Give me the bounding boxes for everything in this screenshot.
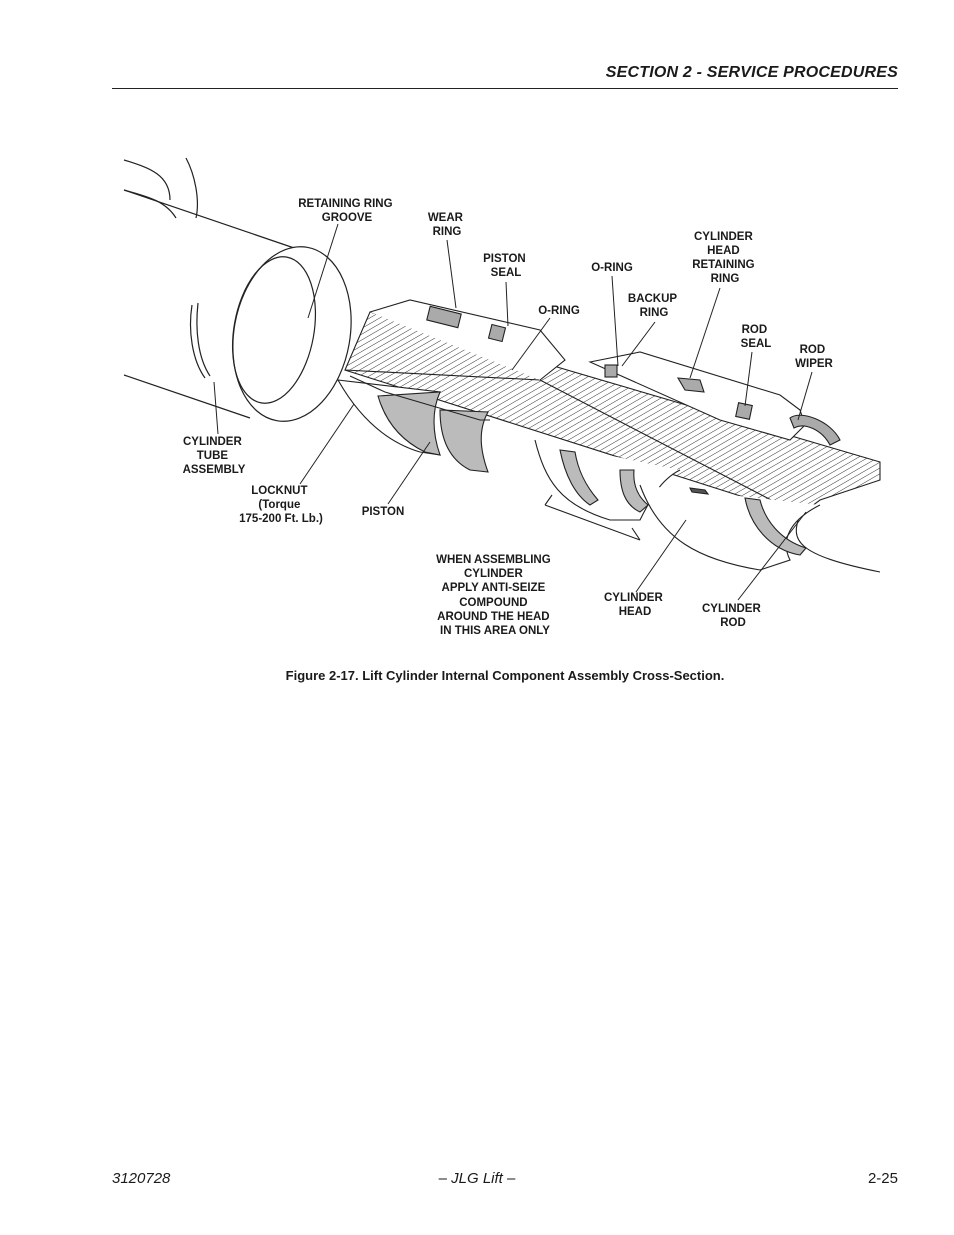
callout-cylinder-head: CYLINDER HEAD xyxy=(604,592,666,618)
header-rule xyxy=(112,88,898,89)
callout-piston-seal: PISTON SEAL xyxy=(483,253,529,279)
callout-cylinder-head-retaining-ring: CYLINDER HEAD RETAINING RING xyxy=(692,231,758,285)
anti-seize-bracket xyxy=(544,494,641,541)
callout-o-ring-piston: O-RING xyxy=(538,305,580,317)
cylinder-cross-section-figure: RETAINING RING GROOVE WEAR RING PISTON S… xyxy=(123,157,881,637)
figure-caption: Figure 2-17. Lift Cylinder Internal Comp… xyxy=(285,668,725,683)
callout-o-ring-head: O-RING xyxy=(591,262,633,274)
callout-anti-seize-note: WHEN ASSEMBLING CYLINDER APPLY ANTI-SEIZ… xyxy=(436,554,554,637)
section-title: SECTION 2 - SERVICE PROCEDURES xyxy=(605,64,898,81)
callout-cylinder-tube-assembly: CYLINDER TUBE ASSEMBLY xyxy=(183,436,246,476)
callout-retaining-ring-groove: RETAINING RING GROOVE xyxy=(298,198,396,224)
callout-wear-ring: WEAR RING xyxy=(428,212,466,238)
cylinder-head xyxy=(534,351,841,571)
cylinder-tube-assembly xyxy=(123,157,352,422)
callout-backup-ring: BACKUP RING xyxy=(628,293,680,319)
piston-assembly xyxy=(336,299,566,473)
doc-number: 3120728 xyxy=(112,1170,171,1187)
callout-rod-wiper: ROD WIPER xyxy=(795,344,833,370)
callout-piston: PISTON xyxy=(362,506,405,518)
page-number: 2-25 xyxy=(867,1170,898,1187)
callout-locknut: LOCKNUT (Torque 175-200 Ft. Lb.) xyxy=(239,485,323,525)
callout-cylinder-rod: CYLINDER ROD xyxy=(702,603,764,629)
leader-lines xyxy=(213,223,813,601)
callout-rod-seal: ROD SEAL xyxy=(741,324,772,350)
publisher: – JLG Lift – xyxy=(438,1170,516,1187)
